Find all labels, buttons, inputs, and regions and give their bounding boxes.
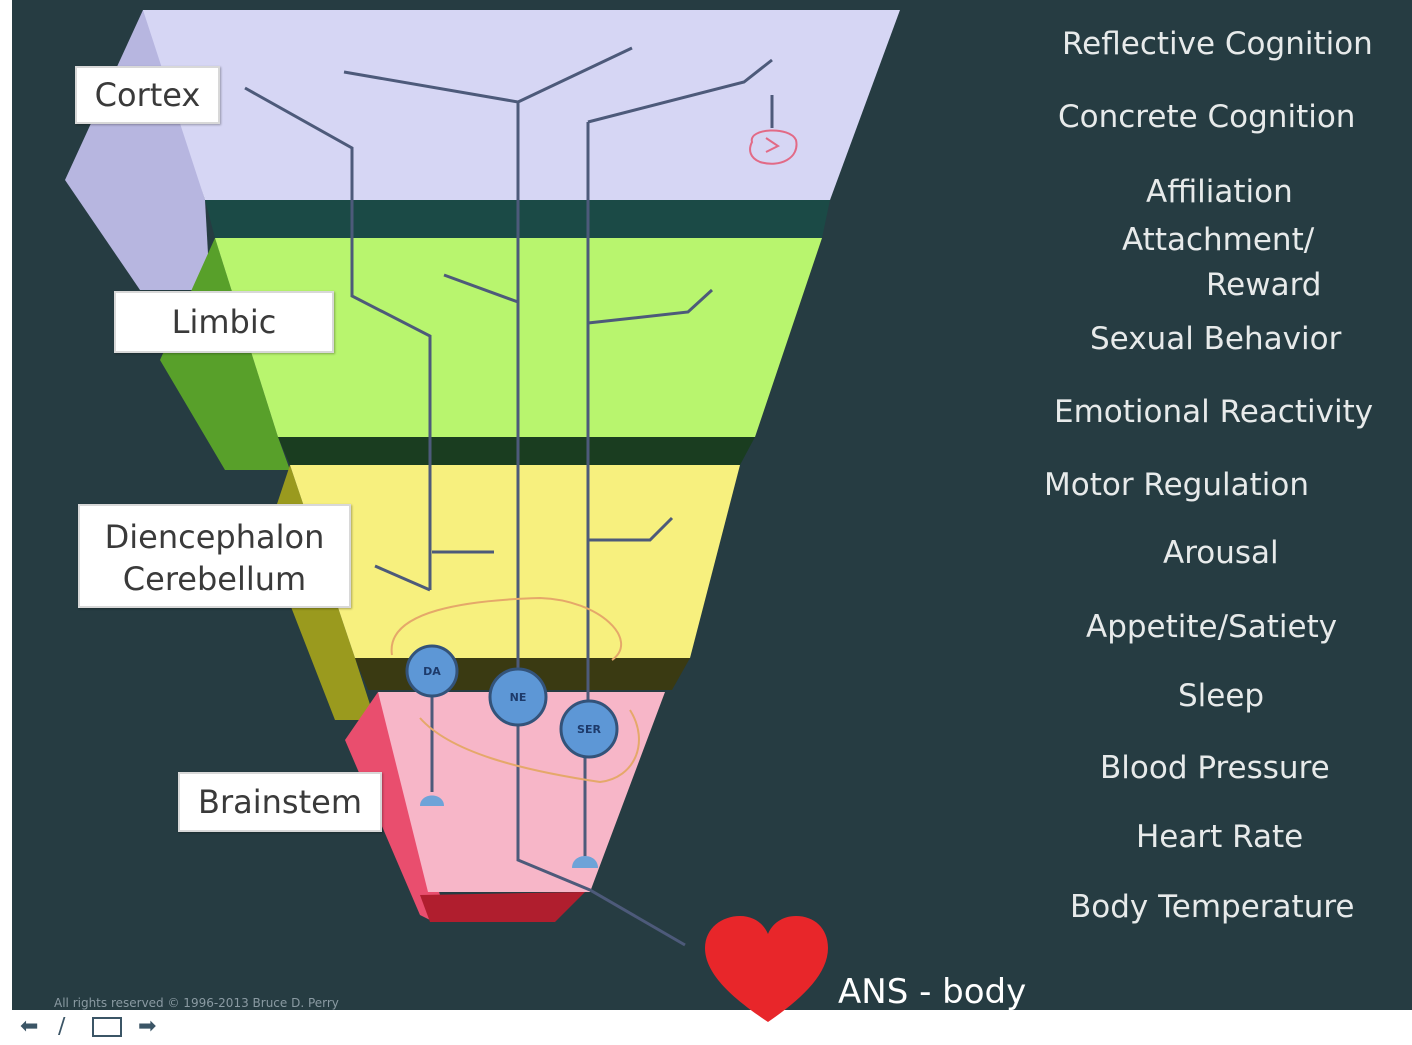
- ne-label: NE: [510, 691, 527, 704]
- prev-arrow-icon[interactable]: ⬅: [20, 1014, 38, 1040]
- function-reward: Reward: [1206, 267, 1321, 303]
- function-emotional-reactivity: Emotional Reactivity: [1054, 394, 1373, 430]
- brainstem-label: Brainstem: [178, 772, 382, 832]
- function-arousal: Arousal: [1163, 535, 1279, 571]
- function-body-temperature: Body Temperature: [1070, 889, 1354, 925]
- ans-body-label: ANS - body: [838, 972, 1026, 1012]
- da-node: DA: [407, 646, 457, 696]
- function-motor-regulation: Motor Regulation: [1044, 467, 1309, 503]
- function-blood-pressure: Blood Pressure: [1100, 750, 1330, 786]
- brainstem-bottom: [420, 892, 585, 922]
- function-heart-rate: Heart Rate: [1136, 819, 1303, 855]
- heart-icon: [705, 916, 828, 1022]
- slides-icon[interactable]: [92, 1017, 122, 1037]
- ser-node: SER: [561, 701, 617, 757]
- ser-label: SER: [577, 723, 601, 736]
- cortex-label: Cortex: [75, 66, 220, 124]
- function-concrete-cognition: Concrete Cognition: [1058, 99, 1355, 135]
- function-attachment: Attachment/: [1122, 222, 1314, 258]
- pen-icon[interactable]: ∕: [58, 1014, 65, 1040]
- function-reflective-cognition: Reflective Cognition: [1062, 26, 1373, 62]
- function-sleep: Sleep: [1178, 678, 1264, 714]
- diencephalon-layer: [290, 465, 740, 658]
- function-affiliation: Affiliation: [1146, 174, 1293, 210]
- diencephalon-label: Diencephalon Cerebellum: [78, 504, 351, 608]
- function-sexual-behavior: Sexual Behavior: [1090, 321, 1341, 357]
- ne-node: NE: [490, 669, 546, 725]
- da-label: DA: [423, 665, 441, 678]
- limbic-label: Limbic: [114, 291, 334, 353]
- cortex-layer: [143, 10, 900, 200]
- next-arrow-icon[interactable]: ➡: [138, 1014, 156, 1040]
- function-appetite-satiety: Appetite/Satiety: [1086, 609, 1337, 645]
- copyright-text: All rights reserved © 1996-2013 Bruce D.…: [54, 996, 339, 1010]
